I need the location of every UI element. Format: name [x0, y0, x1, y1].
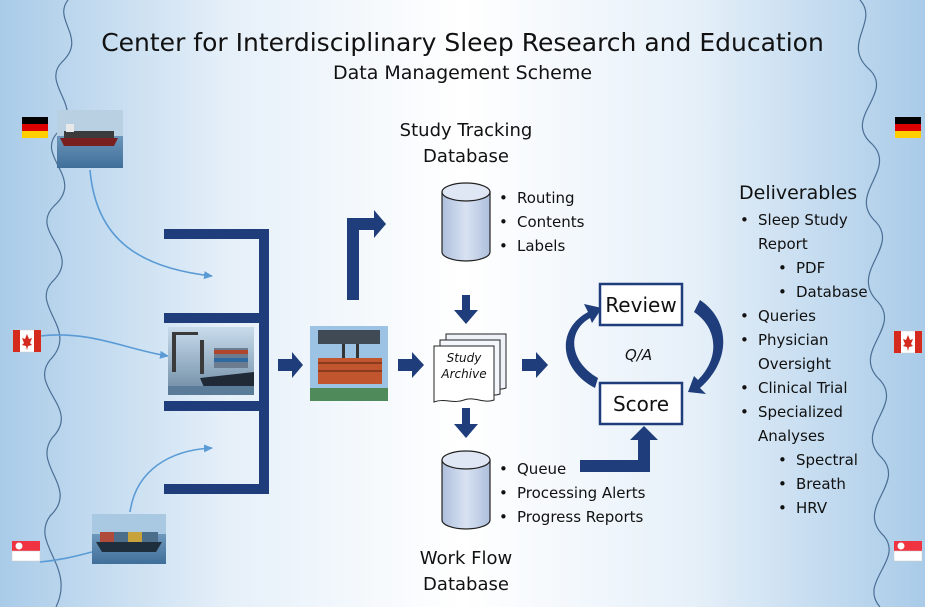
- container-lift-image: [310, 326, 388, 401]
- review-label: Review: [605, 292, 677, 317]
- study-tracking-item: Routing: [495, 186, 584, 210]
- arrow-score-to-review: [565, 304, 602, 388]
- qa-label: Q/A: [625, 346, 653, 364]
- work-flow-database-icon: [441, 450, 491, 530]
- tanker-ship-image: [57, 110, 123, 168]
- study-tracking-item: Contents: [495, 210, 584, 234]
- arrow-port-to-container: [278, 352, 303, 378]
- study-archive-label: Study Archive: [434, 350, 494, 382]
- deliverables-heading: Deliverables: [739, 182, 858, 204]
- deliverable-item: Analyses: [758, 427, 825, 445]
- container-ship-image: [92, 514, 166, 564]
- review-box: [598, 282, 684, 327]
- study-archive-icon: [433, 333, 507, 403]
- arrow-archive-to-workflow: [454, 408, 478, 438]
- canada-flag-right: [893, 330, 923, 354]
- deliverable-item: HRV: [736, 496, 868, 520]
- work-flow-item: Queue: [495, 457, 645, 481]
- study-tracking-database-icon: [441, 182, 491, 262]
- singapore-flag-left: [11, 541, 41, 562]
- germany-route-arrow: [89, 169, 213, 280]
- work-flow-item: Progress Reports: [495, 505, 645, 529]
- work-flow-item: Processing Alerts: [495, 481, 645, 505]
- study-tracking-title: Study Tracking Database: [386, 118, 546, 170]
- deliverables-list: Sleep StudyReportPDFDatabaseQueriesPhysi…: [736, 208, 868, 520]
- singapore-flag-right: [893, 541, 923, 562]
- deliverable-item: Physician: [736, 328, 868, 352]
- deliverable-item: Spectral: [736, 448, 868, 472]
- work-flow-title-line1: Work Flow: [419, 548, 513, 569]
- arrow-archive-to-review: [522, 352, 548, 378]
- deliverable-item: Breath: [736, 472, 868, 496]
- singapore-route-arrow: [129, 444, 213, 513]
- study-archive-line2: Archive: [441, 367, 487, 381]
- arrow-container-to-archive: [398, 352, 424, 378]
- deliverable-item: Specialized: [736, 400, 868, 424]
- study-tracking-title-line1: Study Tracking: [399, 120, 533, 141]
- canada-route-arrow: [39, 334, 169, 359]
- study-archive-line1: Study: [446, 351, 482, 365]
- deliverable-item: Oversight: [758, 355, 831, 373]
- right-coastline: [857, 0, 890, 607]
- germany-flag-left: [22, 117, 48, 138]
- deliverable-item: Queries: [736, 304, 868, 328]
- study-tracking-item: Labels: [495, 234, 584, 258]
- singapore-coast-arrow: [39, 551, 93, 563]
- deliverable-item: Clinical Trial: [736, 376, 868, 400]
- study-tracking-title-line2: Database: [423, 146, 509, 167]
- deliverable-item: Report: [758, 235, 808, 253]
- score-box: [598, 381, 684, 426]
- work-flow-title: Work Flow Database: [386, 546, 546, 598]
- germany-flag-right: [895, 117, 921, 138]
- work-flow-title-line2: Database: [423, 574, 509, 595]
- work-flow-list: Queue Processing Alerts Progress Reports: [495, 457, 645, 529]
- left-coastline: [43, 0, 73, 607]
- port-cranes-image: [168, 327, 254, 395]
- arrow-to-study-tracking: [347, 210, 386, 300]
- arrow-tracking-to-archive: [454, 295, 478, 324]
- canada-flag-left: [12, 329, 42, 353]
- page-subtitle: Data Management Scheme: [332, 62, 593, 84]
- deliverable-item: PDF: [736, 256, 868, 280]
- deliverable-item: Sleep Study: [736, 208, 868, 232]
- study-tracking-list: Routing Contents Labels: [495, 186, 584, 258]
- deliverable-item: Database: [736, 280, 868, 304]
- score-label: Score: [612, 391, 669, 416]
- page-title: Center for Interdisciplinary Sleep Resea…: [101, 28, 824, 57]
- dock-structure: [164, 229, 269, 494]
- arrow-review-to-score: [688, 300, 724, 394]
